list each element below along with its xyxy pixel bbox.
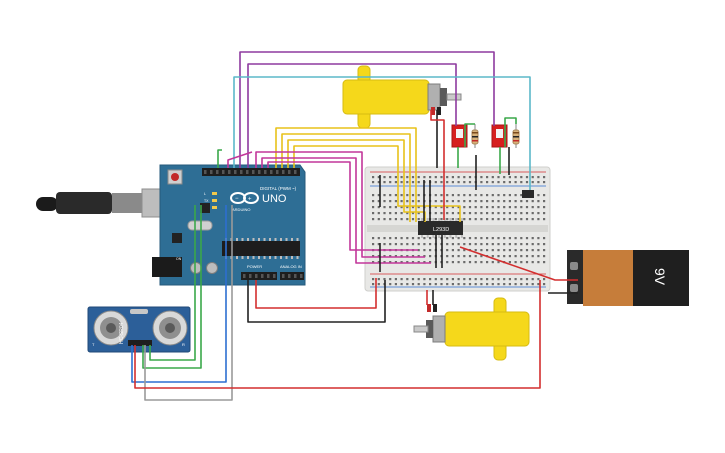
driver-label: L293D [433, 227, 449, 233]
wire-magenta [267, 161, 418, 251]
wire-yellow [293, 145, 461, 222]
svg-text:+: + [248, 197, 252, 203]
svg-text:−: − [235, 196, 239, 202]
crystal-oscillator [187, 220, 213, 231]
small-ic [172, 233, 182, 243]
wire-green [464, 123, 475, 147]
slide-switch-left[interactable] [451, 124, 468, 148]
board-model: UNO [262, 193, 287, 205]
wire-magenta [261, 157, 431, 264]
on-led-label: ON [176, 257, 182, 261]
power-jack [152, 257, 182, 277]
infinity-logo-icon: − + [230, 192, 259, 204]
wire-green [142, 205, 202, 369]
power-header-label: POWER [247, 264, 262, 269]
usb-cable-head [56, 192, 112, 214]
battery-label: 9V [652, 268, 668, 286]
wire-teal [233, 76, 531, 190]
wire-purple [239, 51, 495, 168]
wire-yellow [287, 139, 426, 222]
svg-text:TX: TX [204, 199, 209, 203]
wire-purple [247, 63, 457, 168]
capacitor [206, 262, 218, 274]
battery-9v[interactable]: 9V [567, 250, 689, 306]
usb-port [112, 193, 142, 213]
analog-header-label: ANALOG IN [280, 264, 302, 269]
arduino-board[interactable]: DIGITAL (PWM ~) − + UNO ARDUINO L TX RX [36, 164, 306, 286]
atmega-chip [222, 241, 300, 256]
digital-header-label: DIGITAL (PWM ~) [260, 186, 297, 191]
usb-plug [36, 197, 58, 211]
wire-green [149, 205, 196, 361]
motor-driver-chip[interactable]: L293D [418, 218, 463, 238]
ultrasonic-sensor[interactable]: T R HC-SR04 [87, 306, 191, 353]
wire-red [134, 280, 541, 389]
sensor-model-label: HC-SR04 [119, 322, 125, 344]
breadboard-jumper-block [522, 190, 534, 198]
dc-motor-top[interactable] [342, 65, 462, 129]
wire-magenta [255, 151, 425, 258]
analog-pin-header[interactable] [280, 272, 304, 280]
receiver-icon [152, 310, 188, 346]
sensor-pin-header[interactable] [128, 340, 152, 346]
wire-green [504, 117, 517, 147]
receiver-label: R [182, 342, 185, 347]
wires [131, 51, 578, 401]
wire-green [217, 149, 222, 168]
wire-yellow [275, 127, 417, 222]
board-brand: ARDUINO [232, 207, 250, 212]
resistor-right[interactable] [512, 124, 520, 148]
resistor-left[interactable] [471, 124, 479, 148]
transmitter-label: T [92, 342, 95, 347]
wire-red [430, 110, 445, 220]
capacitor [190, 262, 202, 274]
dc-motor-bottom[interactable] [413, 297, 530, 361]
wire-red [255, 278, 377, 309]
wire-blue [131, 205, 227, 383]
wire-yellow [281, 133, 411, 222]
transmitter-icon [93, 310, 129, 346]
svg-text:L: L [204, 192, 206, 196]
usb-ic [200, 203, 210, 213]
wire-gray [144, 205, 233, 401]
wire-black [247, 280, 386, 323]
wire-magenta [227, 151, 253, 168]
breadboard-holes [372, 176, 546, 286]
digital-pin-header[interactable] [202, 168, 300, 176]
power-pin-header[interactable] [241, 272, 277, 280]
wire-red [459, 246, 578, 281]
crystal [130, 309, 148, 314]
